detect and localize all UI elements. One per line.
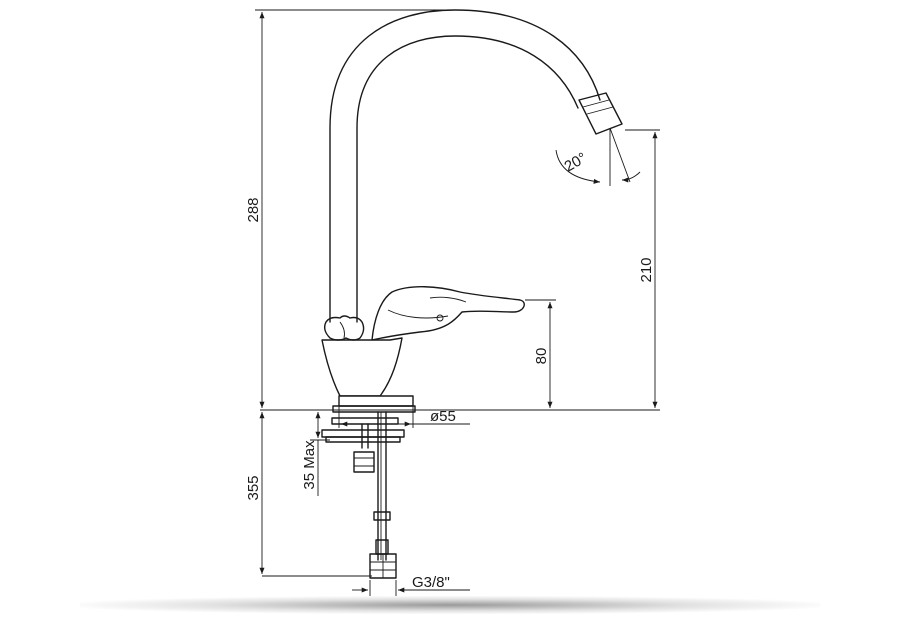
faucet-outline: [321, 9, 623, 413]
dim-base-diameter: ø55: [430, 408, 456, 425]
dim-lever-height: 80: [533, 348, 550, 365]
dimension-lines: [255, 9, 660, 596]
dim-spout-height: 210: [638, 257, 655, 282]
mounting-hardware: [321, 411, 405, 579]
dim-thread-size: G3/8": [412, 574, 450, 591]
dim-under-counter: 355: [245, 475, 262, 500]
floor-shadow: [80, 596, 820, 614]
dim-total-height: 288: [245, 197, 262, 222]
dim-spout-angle: 20°: [562, 149, 590, 175]
dim-counter-thickness: 35 Max: [301, 440, 318, 490]
